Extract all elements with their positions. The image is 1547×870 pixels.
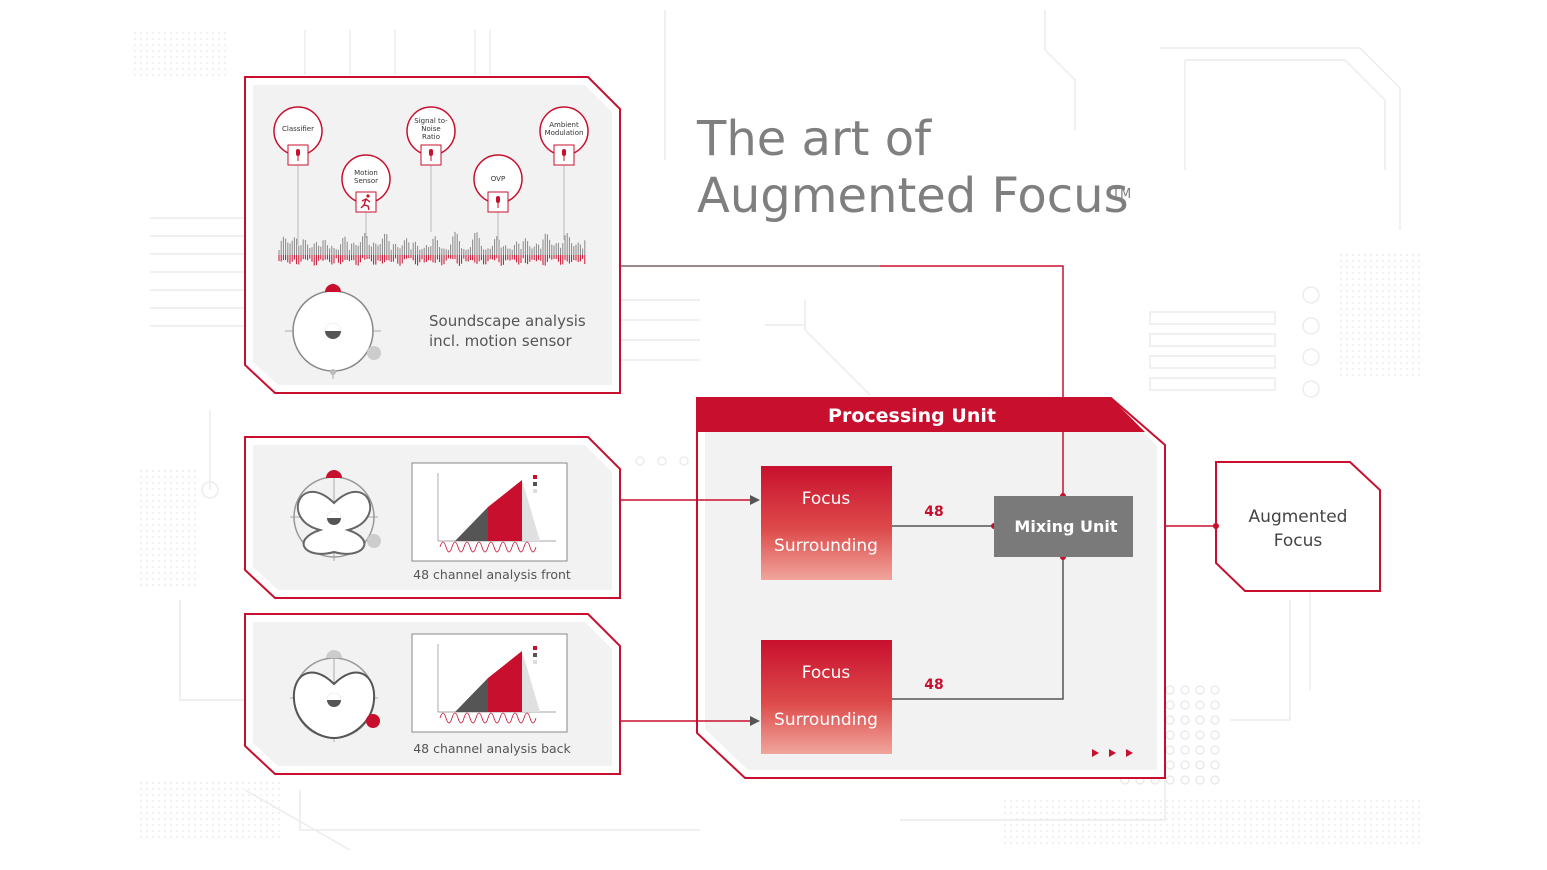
trademark-mark: TM [1111,187,1131,202]
running-person-icon [360,194,371,211]
sensor-label-snr-1: Signal to- [414,117,448,125]
processing-unit: Processing Unit Focus Surrounding 48 Foc… [696,397,1166,779]
channel-count-1: 48 [924,504,943,520]
sensor-label-ovp: OVP [491,175,505,183]
sensor-label-snr-2: Noise [421,125,440,133]
mixing-unit: Mixing Unit [994,496,1133,557]
sensor-label-motion-1: Motion [354,169,378,177]
sensor-motion: Motion Sensor [341,154,391,213]
focus-label-1: Focus [802,489,851,509]
channel-back-caption: 48 channel analysis back [413,741,571,756]
sensor-ambient: Ambient Modulation [539,106,589,166]
microphone-icon [496,196,500,208]
microphone-icon [296,149,300,161]
processing-unit-header [697,398,1145,432]
sensor-stems [297,165,565,245]
output-label-line-1: Augmented [1249,507,1348,527]
sensor-label-snr-3: Ratio [422,133,440,141]
spectrum-chart-back [411,633,568,733]
spectrum-chart-front [411,462,568,562]
channel-count-2: 48 [924,677,943,693]
augmented-focus-output: Augmented Focus [1213,461,1381,592]
focus-label-2: Focus [802,663,851,683]
output-label-line-2: Focus [1274,531,1323,551]
head-motion-icon [285,283,381,379]
surrounding-label-2: Surrounding [774,710,878,730]
focus-block-1: Focus Surrounding [761,466,892,580]
channel-front-panel: 48 channel analysis front [244,436,621,599]
sensor-label-motion-2: Sensor [354,177,378,185]
soundscape-caption-line-1: Soundscape analysis [429,312,586,330]
sensor-label-ambient-1: Ambient [549,121,579,129]
processing-unit-title: Processing Unit [828,405,996,427]
sensor-label-classifier: Classifier [282,125,314,133]
cardioid-pattern-back [290,650,380,742]
sensor-ovp: OVP [473,154,523,213]
sensor-label-ambient-2: Modulation [545,129,584,137]
cardioid-pattern-front [290,470,381,561]
title-block: The art of Augmented Focus TM [696,111,1131,224]
soundscape-panel: Classifier Motion Sensor Signal to- Nois… [244,76,621,394]
sensor-classifier: Classifier [273,106,323,166]
channel-back-panel: 48 channel analysis back [244,613,621,775]
sensor-snr: Signal to- Noise Ratio [406,106,456,166]
soundscape-waveform [278,231,586,266]
title-line-2: Augmented Focus [697,168,1129,224]
focus-block-2: Focus Surrounding [761,640,892,754]
title-line-1: The art of [696,111,932,167]
microphone-icon [429,149,433,161]
inner-connectors [697,432,1064,722]
microphone-icon [562,149,566,161]
surrounding-label-1: Surrounding [774,536,878,556]
soundscape-caption-line-2: incl. motion sensor [429,332,572,350]
mixing-unit-label: Mixing Unit [1014,517,1117,536]
play-arrows-icon [1092,749,1133,757]
circuit-background [130,10,1420,851]
channel-front-caption: 48 channel analysis front [413,567,571,582]
